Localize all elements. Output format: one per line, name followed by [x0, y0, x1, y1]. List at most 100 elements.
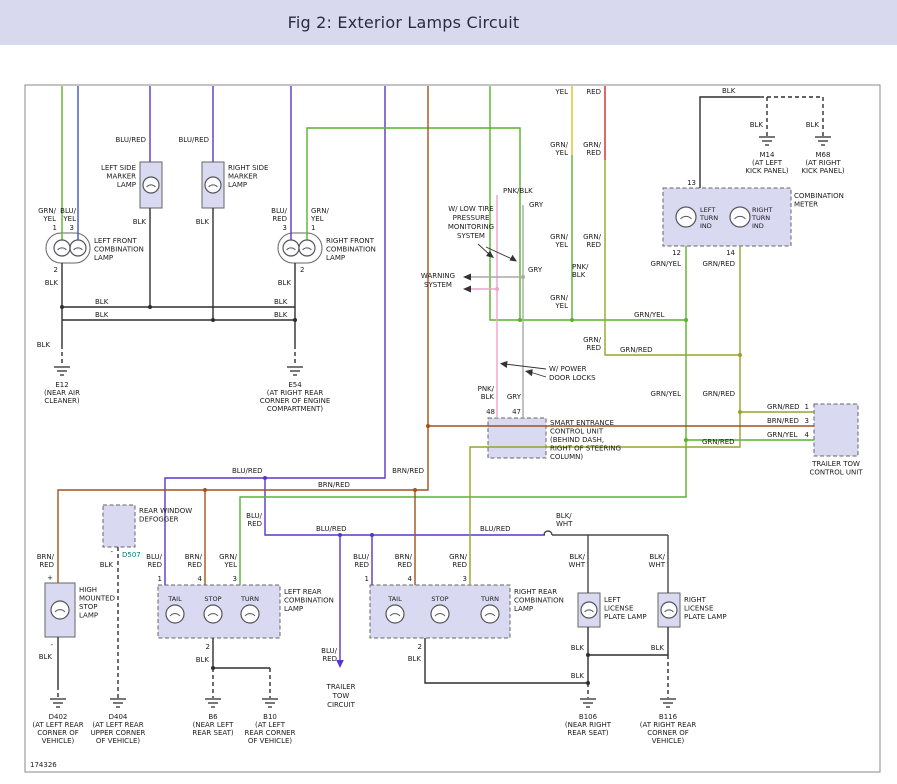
label: RIGHT — [684, 596, 707, 604]
wire-meter-right-turn-run — [469, 246, 741, 585]
trailer-tow-control-unit — [813, 403, 859, 457]
junction-dot — [370, 533, 374, 537]
label: E54 — [288, 381, 302, 389]
label: SYSTEM — [457, 232, 485, 240]
label: BRN/RED — [767, 417, 799, 425]
label: BLK/ — [649, 553, 665, 561]
label: HIGH — [79, 586, 97, 594]
junction-dot — [426, 424, 430, 428]
label: CORNER OF ENGINE — [260, 397, 331, 405]
label: GRN/ — [38, 207, 57, 215]
junction-dot — [586, 653, 590, 657]
junction-dot — [495, 287, 499, 291]
label: BLK — [750, 121, 764, 129]
label: BLU/RED — [316, 525, 347, 533]
left-rear-combination-lamp-filament-icon — [244, 613, 256, 617]
combination-meter-filament-icon — [734, 215, 746, 220]
label: WHT — [569, 561, 586, 569]
arrowhead — [509, 254, 517, 262]
label: GRN/RED — [620, 346, 653, 354]
wire-lowtire-arrow-2 — [485, 246, 513, 260]
label: IND — [752, 222, 764, 230]
label: BLK — [95, 311, 109, 319]
label: BLK — [651, 644, 665, 652]
label: BRN/RED — [318, 481, 350, 489]
junction-dot — [518, 318, 522, 322]
label: CONTROL UNIT — [809, 469, 863, 477]
label: RED — [147, 561, 162, 569]
label: 1 — [53, 224, 57, 232]
label: (NEAR RIGHT — [565, 721, 612, 729]
label: OF VEHICLE) — [96, 737, 141, 745]
label: BLK — [806, 121, 820, 129]
label: 2 — [206, 643, 210, 651]
wire-right-front-turn-run — [306, 127, 521, 320]
label: 4 — [408, 575, 413, 583]
label: REAR WINDOW — [139, 507, 192, 515]
junction-dot — [413, 488, 417, 492]
label: TURN — [240, 595, 259, 603]
label: (AT RIGHT REAR — [267, 389, 324, 397]
label: YEL — [554, 302, 568, 310]
wire-meter-gnd — [699, 96, 760, 188]
label: RED — [39, 561, 54, 569]
arrowhead — [525, 369, 533, 377]
label: (NEAR AIR — [44, 389, 80, 397]
junction-dot — [684, 318, 688, 322]
label: GRN/ — [550, 141, 569, 149]
label: BLU/ — [353, 553, 369, 561]
label: BLK/ — [556, 512, 572, 520]
label: B106 — [579, 713, 598, 721]
junction-dot — [738, 353, 742, 357]
label: RED — [187, 561, 202, 569]
label: D507 — [122, 551, 141, 559]
label: GRN/RED — [702, 260, 735, 268]
label: TURN — [699, 214, 718, 222]
label: BLK — [95, 298, 109, 306]
label: TRAILER — [326, 683, 356, 691]
label: RED — [397, 561, 412, 569]
label: MONITORING — [448, 223, 494, 231]
wire-right-rear-gnd — [424, 638, 588, 684]
figure-title: Fig 2: Exterior Lamps Circuit — [287, 13, 520, 32]
label: GRN/ — [550, 233, 569, 241]
wire-meter-left-turn-run — [239, 246, 687, 585]
junction-dot — [338, 533, 342, 537]
label: BLK — [37, 341, 51, 349]
label: RED — [452, 561, 467, 569]
right-rear-combination-lamp-filament-icon — [434, 613, 446, 617]
label: (AT LEFT — [255, 721, 286, 729]
label: PLATE LAMP — [604, 613, 647, 621]
label: REAR SEAT) — [192, 729, 234, 737]
label: RED — [354, 561, 369, 569]
wire-doorlock-arrow-2 — [529, 371, 547, 378]
label: W/ POWER — [549, 365, 587, 373]
label: BLU/RED — [178, 136, 209, 144]
label: WHT — [556, 520, 573, 528]
label: TRAILER TOW — [811, 460, 860, 468]
label: 1 — [365, 575, 369, 583]
label: LICENSE — [604, 605, 633, 613]
label: GRY — [529, 201, 544, 209]
label: LEFT FRONT — [94, 237, 137, 245]
label: 14 — [726, 249, 735, 257]
label: BLK — [100, 561, 114, 569]
label: GRN/ — [583, 336, 602, 344]
junction-dot — [293, 318, 297, 322]
label: 3 — [805, 417, 809, 425]
junction-dot — [60, 305, 64, 309]
label: MARKER — [228, 173, 258, 181]
inline-connector — [543, 530, 553, 536]
right-rear-combination-lamp-filament-icon — [389, 613, 401, 617]
junction-dot — [148, 305, 152, 309]
label: M68 — [816, 151, 831, 159]
label: LAMP — [284, 605, 303, 613]
label: BLU/ — [60, 207, 76, 215]
label: TOW — [332, 692, 350, 700]
label: OF VEHICLE) — [248, 737, 293, 745]
label: B6 — [208, 713, 218, 721]
junction-dot — [211, 666, 215, 670]
left-license-plate-lamp-filament-icon — [584, 609, 594, 613]
label: RIGHT SIDE — [228, 164, 268, 172]
label: - — [50, 641, 53, 649]
